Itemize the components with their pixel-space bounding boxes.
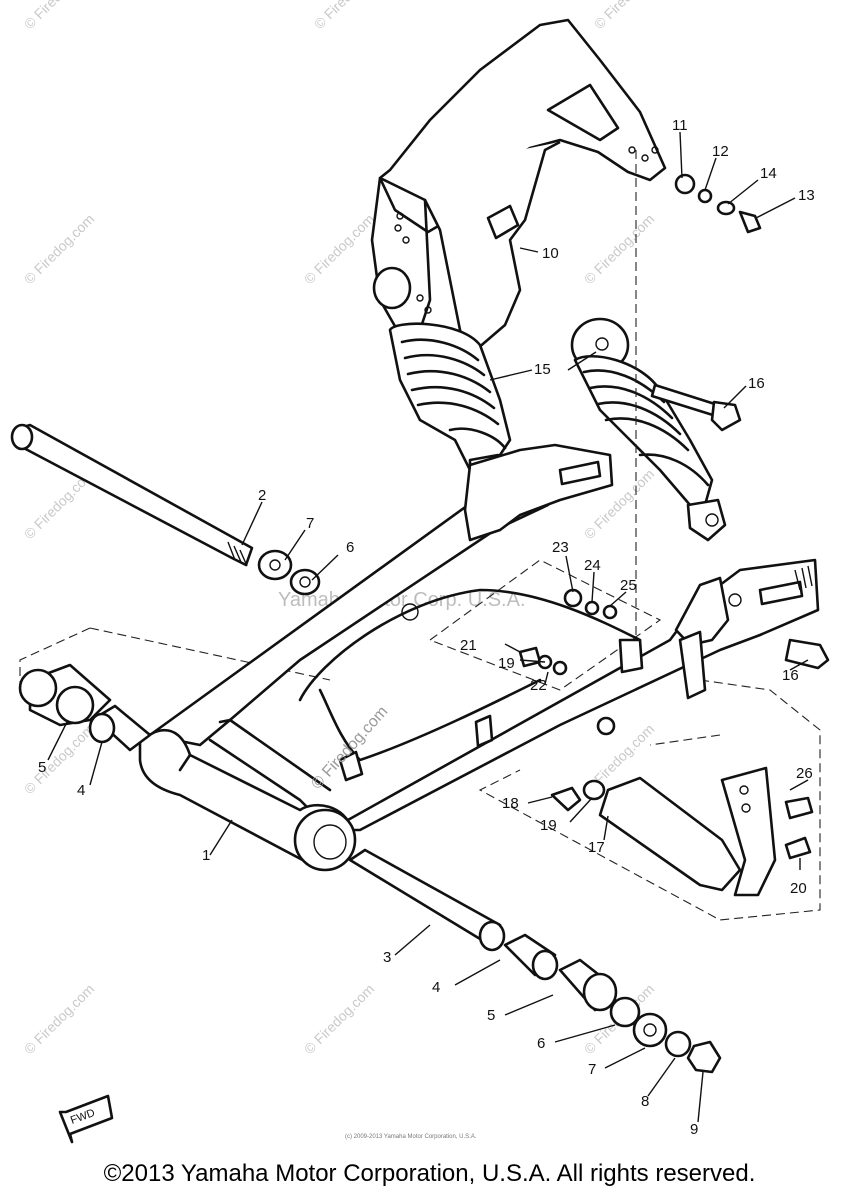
callout: 15 [534,361,551,378]
bolt-16-upper [650,383,742,432]
callout: 18 [502,795,519,812]
callout: 25 [620,577,637,594]
watermark: © Firedog.com [591,0,667,32]
frame-bracket [370,18,667,357]
callout: 4 [77,782,85,799]
callout: 26 [796,765,813,782]
callout: 23 [552,539,569,556]
pivot-tube-3 [348,848,722,1074]
pivot-shaft-2 [10,423,321,596]
callout: 5 [487,1007,495,1024]
callout: 16 [782,667,799,684]
chain-guard-17 [550,766,814,897]
callout: 9 [690,1121,698,1138]
shock-absorber-left [372,266,512,502]
watermark-layer: © Firedog.com © Firedog.com © Firedog.co… [21,0,667,1057]
bushings-left [18,663,152,752]
shock-absorber-right [570,317,727,542]
watermark: © Firedog.com [311,0,387,32]
watermark: © Firedog.com [21,981,97,1057]
callout: 11 [672,117,688,134]
callout: 1 [202,847,210,864]
watermark: © Firedog.com [21,721,97,797]
callout: 20 [790,880,807,897]
callout: 19 [498,655,515,672]
copyright-notice: ©2013 Yamaha Motor Corporation, U.S.A. A… [103,1160,756,1187]
watermark: © Firedog.com [21,0,97,32]
callout: 10 [542,245,559,262]
watermark: © Firedog.com [581,211,657,287]
callout: 5 [38,759,46,776]
watermark: © Firedog.com [301,211,377,287]
callout: 12 [712,143,729,160]
callout: 6 [346,539,354,556]
callout: 7 [588,1061,596,1078]
callout: 4 [432,979,440,996]
callout: 6 [537,1035,545,1052]
callout: 13 [798,187,815,204]
callout: 21 [460,637,477,654]
callout: 14 [760,165,777,182]
small-hardware [518,173,830,676]
callout: 2 [258,487,266,504]
watermark: © Firedog.com [21,211,97,287]
callout: 17 [588,839,605,856]
watermark: © Firedog.com [301,981,377,1057]
tiny-print: (c) 2009-2013 Yamaha Motor Corporation, … [345,1134,477,1140]
callout: 7 [306,515,314,532]
leader-lines [47,131,809,1123]
callout-numbers: 1 2 3 4 4 5 5 6 6 7 7 8 9 10 11 12 13 14… [38,117,815,1138]
callout: 22 [530,677,547,694]
callout: 16 [748,375,765,392]
swingarm-1 [138,443,820,872]
assembly-lines [19,150,821,921]
callout: 24 [584,557,601,574]
callout: 3 [383,949,391,966]
fwd-arrow-icon: FWD [58,1094,114,1144]
callout: 19 [540,817,557,834]
callout: 8 [641,1093,649,1110]
